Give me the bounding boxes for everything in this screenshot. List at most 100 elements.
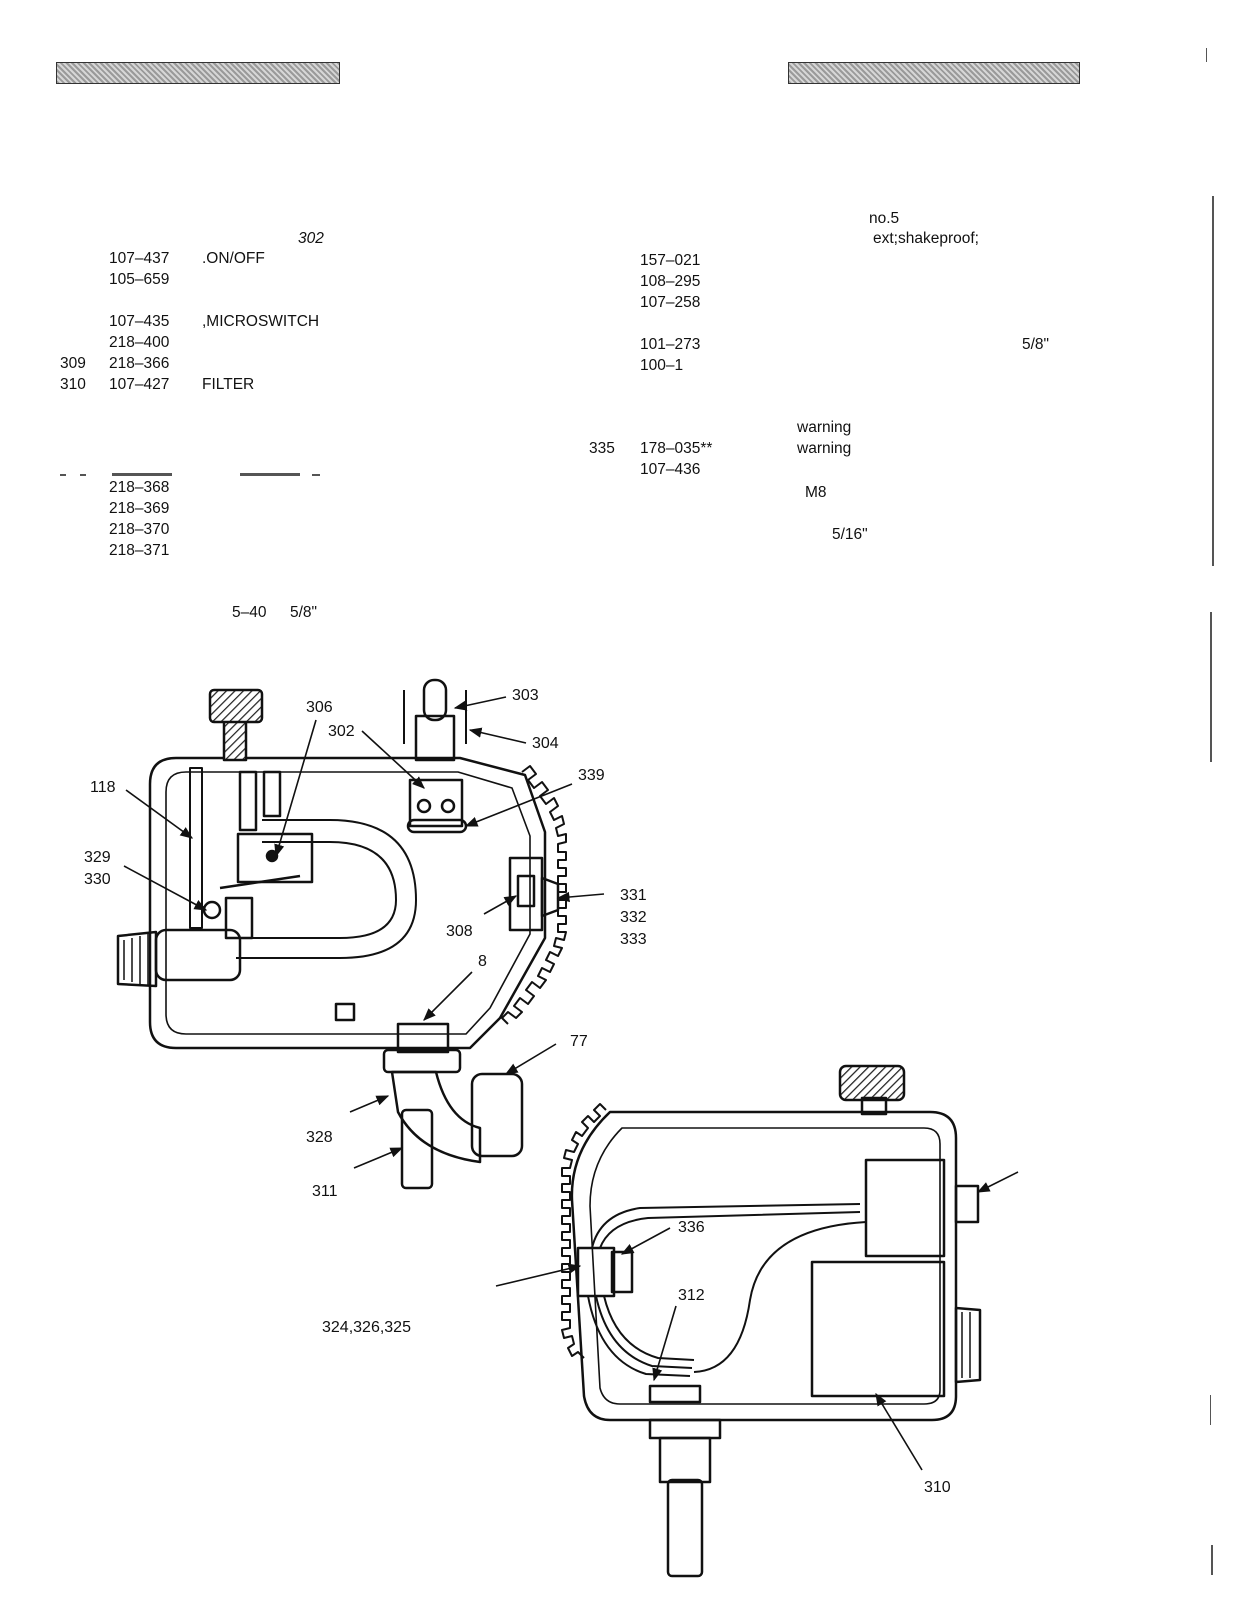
lamp-holder — [414, 714, 456, 762]
lower-enclosure-body — [570, 1110, 958, 1422]
outlet-tube — [400, 1108, 434, 1190]
terminal-screw — [416, 798, 432, 814]
terminal-strip — [648, 1384, 702, 1404]
lamp-guard — [403, 690, 467, 744]
part-number: 218–370 — [109, 521, 170, 538]
callout-312: 312 — [678, 1287, 705, 1304]
part-number: 107–435 — [109, 313, 170, 330]
side-switch-button — [516, 874, 536, 908]
header-bar-right — [788, 62, 1080, 84]
item-number: 310 — [60, 376, 86, 393]
side-switch-panel — [508, 856, 544, 932]
part-number: 218–368 — [109, 479, 170, 496]
callout-labels: 303 306 302 304 339 118 329 330 331 332 … — [84, 687, 951, 1496]
elbow-fitting — [390, 1070, 482, 1164]
callout-329: 329 — [84, 849, 111, 866]
microswitch-terminal — [265, 849, 279, 863]
top-knob — [838, 1064, 906, 1102]
upper-enclosure-body — [148, 756, 547, 1050]
internal-tube — [236, 841, 397, 939]
heading-fragment: 302 — [298, 230, 324, 247]
margin-mark — [1212, 196, 1214, 566]
callout-333: 333 — [620, 931, 647, 948]
upper-enclosure-inner — [165, 771, 531, 1035]
filter-box-upper — [864, 1158, 946, 1258]
part-number: 157–021 — [640, 252, 701, 269]
part-description: ,MICROSWITCH — [202, 313, 320, 330]
part-number: 101–273 — [640, 336, 701, 353]
part-number: 218–369 — [109, 500, 170, 517]
wiring-harness — [595, 1295, 693, 1369]
cable-block — [224, 896, 254, 940]
cut-off-row — [112, 473, 172, 476]
microswitch-body — [236, 832, 314, 884]
callout-308: 308 — [446, 923, 473, 940]
lower-nut — [648, 1418, 722, 1440]
switch-plunger — [262, 770, 282, 818]
part-number: 105–659 — [109, 271, 170, 288]
part-number: 100–1 — [640, 357, 684, 374]
callout-306: 306 — [306, 699, 333, 716]
wiring-harness — [693, 1221, 867, 1373]
wiring-harness — [591, 1203, 861, 1249]
switch-lever — [219, 874, 301, 890]
wiring-harness — [599, 1211, 861, 1249]
callout-330: 330 — [84, 871, 111, 888]
part-number: 107–427 — [109, 376, 170, 393]
margin-mark — [1210, 612, 1212, 762]
item-number: 309 — [60, 355, 86, 372]
lower-heatsink-fins — [561, 1103, 607, 1359]
part-description: M8 — [805, 484, 827, 501]
elbow-nut — [470, 1072, 524, 1158]
part-number: 107–258 — [640, 294, 701, 311]
callout-8: 8 — [478, 953, 487, 970]
lamp — [422, 678, 448, 722]
callout-310: 310 — [924, 1479, 951, 1496]
internal-tube — [236, 819, 417, 959]
part-number: 218–400 — [109, 334, 170, 351]
side-nut — [954, 1184, 980, 1224]
callout-311: 311 — [312, 1183, 338, 1200]
cut-off-row — [60, 474, 66, 476]
switch-plunger — [238, 770, 258, 832]
margin-mark — [1206, 48, 1207, 62]
small-bracket — [334, 1002, 356, 1022]
top-knob-stem — [860, 1096, 888, 1116]
cut-off-row — [240, 473, 300, 476]
part-number: 108–295 — [640, 273, 701, 290]
side-gland — [954, 1306, 982, 1384]
note-ext: ext;shakeproof; — [873, 230, 979, 247]
callout-332: 332 — [620, 909, 647, 926]
filter-box-lower — [810, 1260, 946, 1398]
part-number: 218–366 — [109, 355, 170, 372]
bottom-nipple — [396, 1022, 450, 1054]
cut-off-row — [80, 474, 86, 476]
side-switch-nut — [540, 876, 560, 918]
mounting-bracket — [189, 767, 203, 929]
margin-mark — [1210, 1395, 1211, 1425]
knob-stem — [222, 718, 248, 762]
part-description: warning — [797, 419, 852, 436]
lower-assembly-drawing — [561, 1064, 982, 1578]
callout-339: 339 — [578, 767, 605, 784]
part-number: 107–436 — [640, 461, 701, 478]
callout-336: 336 — [678, 1219, 705, 1236]
item-number: 335 — [589, 440, 615, 457]
part-description: warning — [797, 440, 852, 457]
part-number: 178–035** — [640, 440, 713, 457]
part-description: FILTER — [202, 376, 255, 393]
callout-302: 302 — [328, 723, 355, 740]
lower-outlet-tube — [666, 1478, 704, 1578]
connector-block — [576, 1246, 616, 1298]
side-fitting-nut — [116, 930, 158, 988]
terminal-screw — [440, 798, 456, 814]
screw-size: 5–40 — [232, 604, 267, 621]
callout-77: 77 — [570, 1033, 588, 1050]
lower-enclosure-inner — [589, 1127, 941, 1405]
callout-304: 304 — [532, 735, 559, 752]
cut-off-row — [312, 474, 320, 476]
note-no: no.5 — [869, 210, 900, 227]
part-description: 5/8" — [1022, 336, 1050, 353]
callout-331: 331 — [620, 887, 647, 904]
part-description: 5/16" — [832, 526, 868, 543]
